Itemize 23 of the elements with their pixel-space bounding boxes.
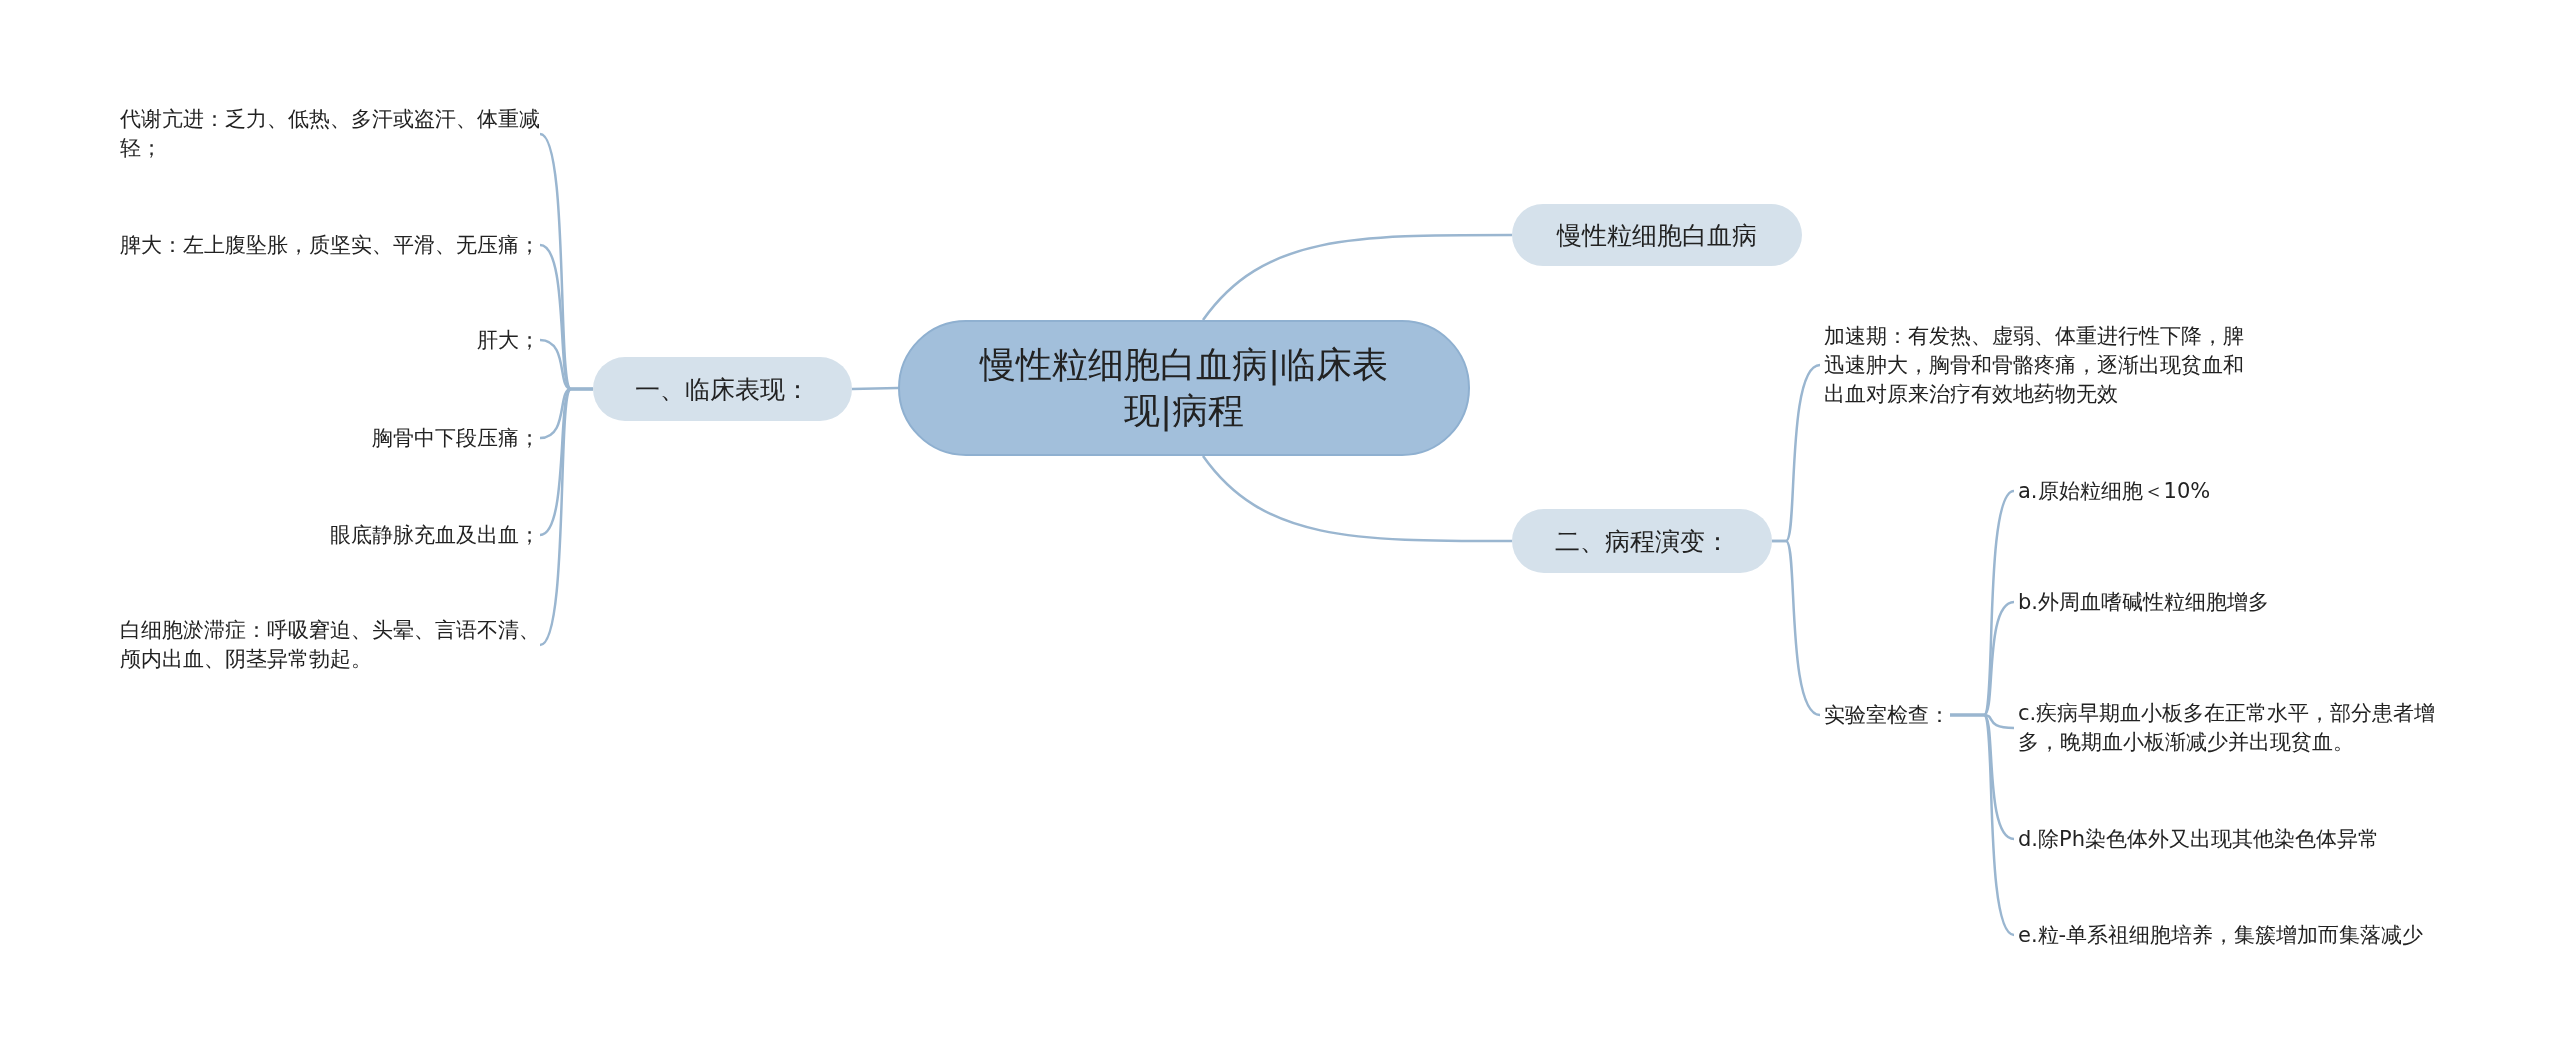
topic-bubble: 二、病程演变：: [1512, 509, 1772, 573]
leaf-text: 肝大；: [477, 325, 540, 355]
connector-line: [1202, 233, 1512, 321]
leaf-text: 加速期：有发热、虚弱、体重进行性下降，脾迅速肿大，胸骨和骨骼疼痛，逐渐出现贫血和出血对原来治疗有效地药物无效: [1824, 321, 2254, 409]
leaf-text: e.粒-单系祖细胞培养，集簇增加而集落减少: [2018, 920, 2424, 950]
leaf-text: a.原始粒细胞＜10%: [2018, 476, 2211, 506]
connector-line: [1950, 713, 2015, 937]
leaf-text: d.除Ph染色体外又出现其他染色体异常: [2018, 824, 2379, 854]
leaf-text: 实验室检查：: [1824, 700, 1950, 730]
leaf-text: b.外周血嗜碱性粒细胞增多: [2018, 587, 2269, 617]
connector-line: [851, 386, 899, 391]
leaf-text: 胸骨中下段压痛；: [372, 423, 540, 453]
topic-bubble: 慢性粒细胞白血病: [1512, 204, 1802, 266]
connector-line: [1772, 539, 1821, 717]
central-topic: 慢性粒细胞白血病|临床表现|病程: [898, 320, 1470, 456]
leaf-text: 白细胞淤滞症：呼吸窘迫、头晕、言语不清、颅内出血、阴茎异常勃起。: [120, 616, 540, 674]
leaf-text: 脾大：左上腹坠胀，质坚实、平滑、无压痛；: [120, 230, 540, 260]
topic-bubble: 一、临床表现：: [593, 357, 852, 421]
leaf-text: c.疾病早期血小板多在正常水平，部分患者增多，晚期血小板渐减少并出现贫血。: [2018, 699, 2458, 757]
leaf-text: 代谢亢进：乏力、低热、多汗或盗汗、体重减轻；: [120, 105, 540, 163]
leaf-text: 眼底静脉充血及出血；: [330, 520, 540, 550]
connector-line: [1202, 455, 1512, 543]
connector-line: [539, 387, 593, 646]
